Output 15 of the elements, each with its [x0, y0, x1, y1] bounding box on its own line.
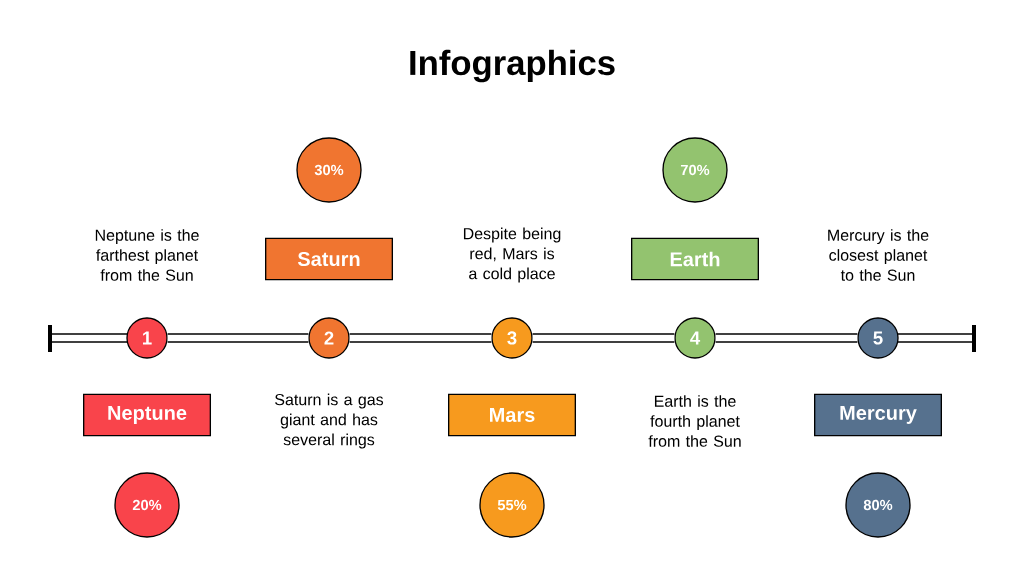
description-text: Saturn is a gas giant and has several rings	[275, 393, 384, 449]
timeline-rail	[349, 333, 492, 343]
description-text: Mercury is the closest planet to the Sun	[828, 229, 929, 281]
description-text: Earth is the fourth planet from the Sun	[648, 395, 741, 447]
title: Infographics	[410, 49, 615, 83]
description-text: Neptune is the farthest planet from the Sun	[95, 229, 199, 281]
timeline-rail	[715, 333, 858, 343]
planet-name-box: Mercury	[814, 393, 942, 437]
planet-name-box: Saturn	[265, 237, 393, 281]
planet-name-box: Mars	[448, 393, 576, 437]
timeline-rail	[532, 333, 675, 343]
planet-name-box: Neptune	[83, 393, 211, 437]
timeline-rail	[167, 333, 309, 343]
description-text: Despite being red, Mars is a cold place	[463, 227, 561, 283]
planet-name-box: Earth	[631, 237, 759, 281]
